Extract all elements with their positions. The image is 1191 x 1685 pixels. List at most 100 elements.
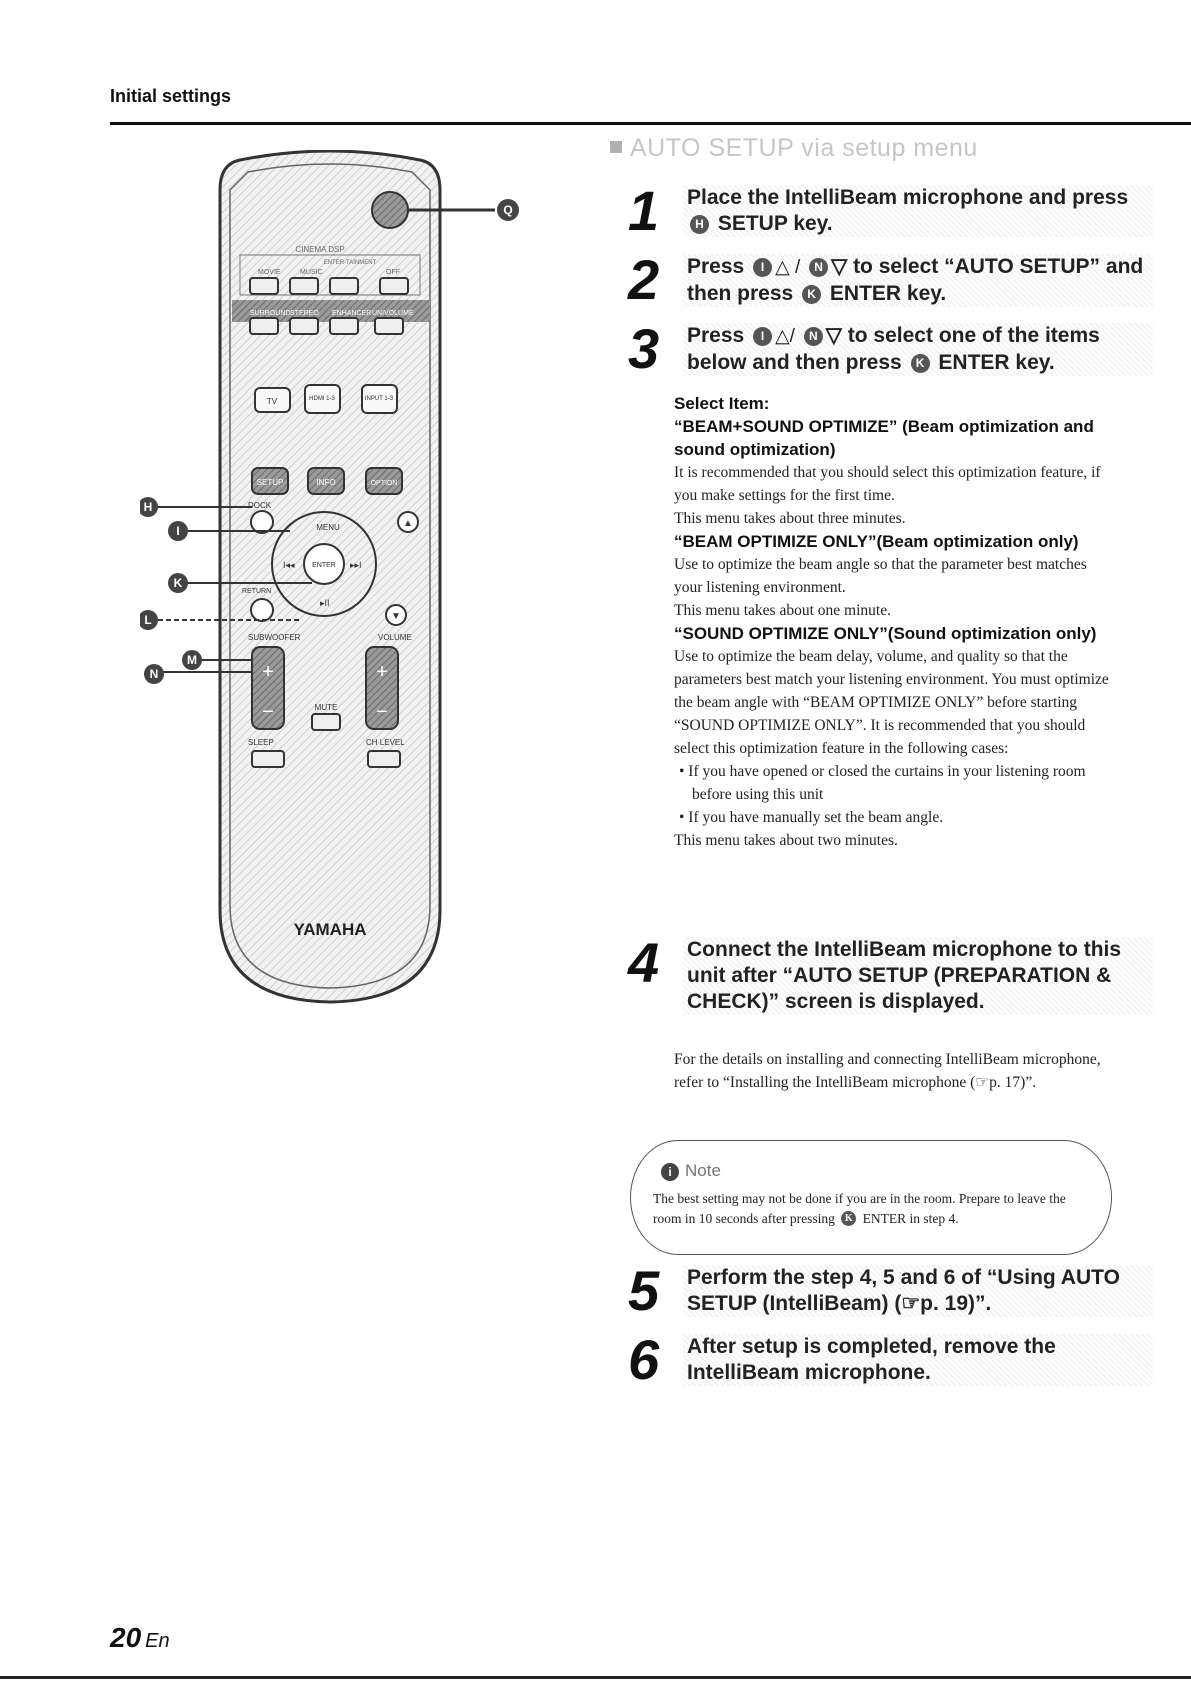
- svg-text:M: M: [187, 653, 197, 667]
- callout-l: L: [138, 610, 158, 630]
- label-surround: SURROUND: [250, 310, 290, 317]
- label-univolume: UNIVOLUME: [372, 310, 414, 317]
- svg-text:▲: ▲: [403, 518, 413, 529]
- key-n-icon: N: [803, 327, 823, 346]
- step-text: Perform the step 4, 5 and 6 of “Using AU…: [683, 1265, 1153, 1317]
- callout-n: N: [144, 664, 164, 684]
- brand-logo: YAMAHA: [293, 920, 366, 939]
- step-number: 6: [628, 1328, 660, 1391]
- volume-minus: −: [376, 701, 388, 723]
- up-button: [397, 511, 419, 533]
- label-music: MUSIC: [300, 269, 323, 276]
- select-items: Select Item: “BEAM+SOUND OPTIMIZE” (Beam…: [674, 392, 1114, 852]
- label-dock: DOCK: [248, 501, 272, 510]
- beam-only-time: This menu takes about one minute.: [674, 602, 891, 619]
- key-k-icon: K: [910, 354, 930, 373]
- label-movie: MOVIE: [258, 269, 281, 276]
- callout-h: H: [138, 497, 158, 517]
- step-text: Place the IntelliBeam microphone and pre…: [683, 185, 1153, 237]
- sound-only-title: “SOUND OPTIMIZE ONLY”(Sound optimization…: [674, 624, 1097, 643]
- svg-text:▼: ▼: [391, 611, 401, 622]
- step-number: 1: [628, 179, 660, 242]
- info-icon: i: [661, 1163, 679, 1181]
- label-entertainment: ENTER-TAINMENT: [324, 260, 377, 266]
- beam-only-desc: Use to optimize the beam angle so that t…: [674, 556, 1087, 596]
- key-i-icon: I: [753, 258, 773, 277]
- callout-i: I: [168, 521, 188, 541]
- enhancer-button: [329, 317, 359, 335]
- subwoofer-minus: −: [262, 701, 274, 723]
- label-off: OFF: [386, 269, 400, 276]
- step-text: Press I△ / N▽ to select “AUTO SETUP” and…: [683, 254, 1153, 307]
- music-button: [289, 277, 319, 295]
- sound-only-bullet-2: • If you have manually set the beam angl…: [679, 809, 944, 826]
- sleep-button: [251, 750, 285, 768]
- label-enter: ENTER: [312, 562, 336, 569]
- remote-illustration: CINEMA DSP ENTER-TAINMENT MOVIE MUSIC OF…: [138, 149, 580, 1010]
- label-info: INFO: [316, 478, 335, 487]
- dock-button: [250, 510, 274, 534]
- bottom-rule: [0, 1676, 1191, 1679]
- step-number: 5: [628, 1259, 660, 1322]
- step-text: Press I△/ N▽ to select one of the items …: [683, 323, 1153, 376]
- header-rule: [110, 122, 1191, 125]
- label-subwoofer: SUBWOOFER: [248, 633, 301, 642]
- select-item-label: Select Item:: [674, 394, 770, 413]
- svg-text:H: H: [144, 500, 153, 514]
- off-button: [379, 277, 409, 295]
- svg-text:I: I: [176, 524, 179, 538]
- option-button: [365, 467, 403, 495]
- movie-button: [249, 277, 279, 295]
- info-button: [307, 467, 345, 495]
- label-input: INPUT 1-3: [365, 396, 394, 402]
- callout-k: K: [168, 573, 188, 593]
- svg-text:L: L: [144, 613, 151, 627]
- svg-text:Q: Q: [503, 203, 512, 217]
- beam-sound-time: This menu takes about three minutes.: [674, 510, 906, 527]
- step-number: 4: [628, 931, 660, 994]
- univolume-button: [374, 317, 404, 335]
- callout-m: M: [182, 650, 202, 670]
- mute-button: [311, 713, 341, 731]
- return-button: [250, 598, 274, 622]
- setup-button: [251, 467, 289, 495]
- label-option: OPTION: [371, 480, 398, 487]
- step-number: 2: [628, 248, 660, 311]
- step-text: After setup is completed, remove the Int…: [683, 1334, 1153, 1386]
- svg-text:▸II: ▸II: [320, 598, 330, 608]
- hdmi-button: [304, 384, 341, 414]
- label-tv: TV: [267, 397, 278, 406]
- entertainment-button: [329, 277, 359, 295]
- callout-q: Q: [497, 199, 519, 221]
- step-text: Connect the IntelliBeam microphone to th…: [683, 937, 1153, 1015]
- key-n-icon: N: [809, 258, 829, 277]
- label-hdmi: HDMI 1-3: [309, 396, 335, 402]
- svg-text:I◂◂: I◂◂: [283, 560, 295, 570]
- key-k-icon: K: [802, 285, 822, 304]
- svg-text:K: K: [174, 576, 183, 590]
- step-number: 3: [628, 317, 660, 380]
- sound-only-time: This menu takes about two minutes.: [674, 832, 898, 849]
- key-k-icon: K: [841, 1211, 857, 1226]
- key-h-icon: H: [690, 215, 709, 234]
- ch-level-button: [367, 750, 401, 768]
- label-sleep: SLEEP: [248, 738, 274, 747]
- tv-button: [254, 387, 291, 413]
- svg-text:▸▸I: ▸▸I: [350, 560, 362, 570]
- header-section-label: Initial settings: [110, 86, 232, 106]
- down-button: [385, 604, 407, 626]
- volume-rocker: [365, 646, 399, 730]
- surround-button: [249, 317, 279, 335]
- power-button: [371, 191, 409, 229]
- label-menu: MENU: [316, 523, 340, 532]
- sound-only-bullet-1: • If you have opened or closed the curta…: [679, 763, 1086, 803]
- label-mute: MUTE: [315, 703, 338, 712]
- label-setup: SETUP: [257, 478, 284, 487]
- stereo-button: [289, 317, 319, 335]
- label-ch-level: CH LEVEL: [366, 738, 405, 747]
- step-4-detail: For the details on installing and connec…: [674, 1051, 1101, 1091]
- subwoofer-rocker: [251, 646, 285, 730]
